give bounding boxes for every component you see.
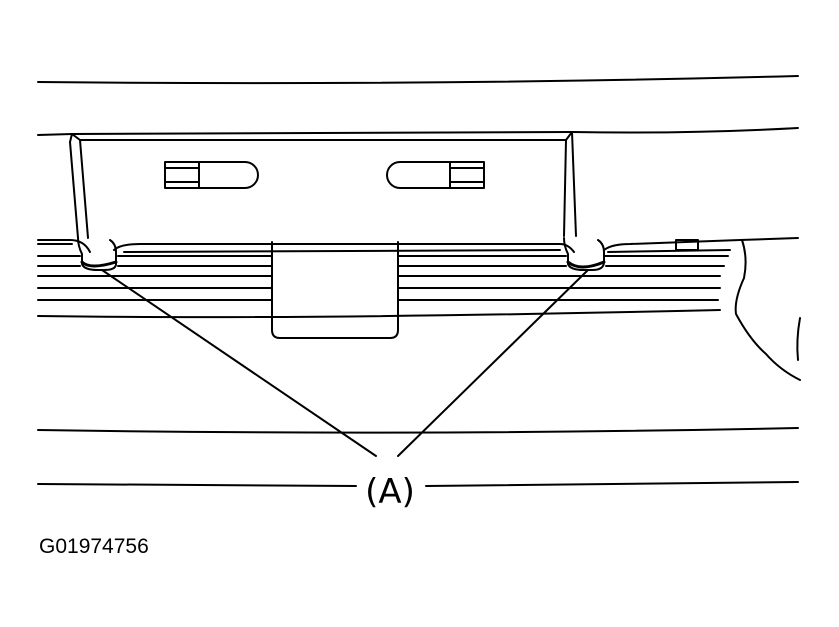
leader-line-right <box>397 269 589 457</box>
right-side-contour <box>734 239 801 381</box>
bumper-ribs <box>37 237 799 319</box>
callout-label-a: (A) <box>365 472 415 512</box>
upper-body-line-1 <box>37 75 799 85</box>
right-slot-pin <box>449 167 485 183</box>
center-plate <box>271 241 399 339</box>
left-clip <box>77 237 118 271</box>
left-slot <box>164 161 259 189</box>
right-slot <box>386 161 485 189</box>
lower-body-line-2-right <box>425 481 799 487</box>
left-slot-pin <box>164 167 200 183</box>
upper-body-line-3 <box>71 131 573 135</box>
lower-body-line-1 <box>37 427 799 434</box>
leader-line-left <box>101 269 377 457</box>
mounting-bracket <box>69 131 577 239</box>
right-clip <box>563 237 606 271</box>
upper-body-line-2 <box>37 127 799 136</box>
figure-reference-id: G01974756 <box>39 535 149 558</box>
lower-body-line-2-left <box>37 483 357 487</box>
